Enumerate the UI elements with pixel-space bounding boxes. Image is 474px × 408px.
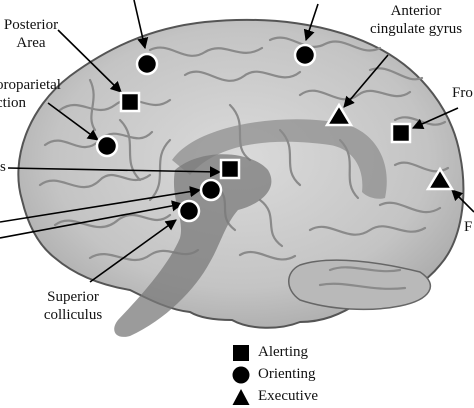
- label-temporoparietal: oroparietal ction: [0, 77, 61, 111]
- arrow-temporoparietal: [47, 102, 99, 141]
- arrow-top-left-circle: [133, 0, 149, 50]
- label-left-partial: s: [0, 159, 6, 175]
- label-right-partial: F: [464, 219, 473, 235]
- legend-item-alerting: Alerting: [232, 342, 352, 364]
- arrow-thalamus-square: [7, 166, 222, 178]
- alerting-marker-thalamus: [219, 158, 241, 180]
- orienting-marker-thalamus-upper: [199, 178, 223, 202]
- label-frontal: Fro: [452, 85, 473, 101]
- circle-icon: [232, 366, 250, 384]
- arrow-anterior-cingulate: [343, 54, 389, 108]
- label-anterior-cingulate: Anterior cingulate gyrus: [369, 3, 463, 37]
- executive-marker-frontal: [425, 166, 455, 191]
- orienting-marker-superior-parietal: [135, 52, 159, 76]
- orienting-marker-thalamus-lower: [177, 199, 201, 223]
- arrow-superior-colliculus: [89, 219, 177, 283]
- arrow-thalamus-circle-lower: [0, 200, 184, 239]
- legend-item-orienting: Orienting: [232, 364, 352, 386]
- arrow-posterior-area: [57, 29, 122, 93]
- square-icon: [233, 345, 249, 361]
- cerebellum: [288, 259, 432, 311]
- triangle-icon: [232, 389, 250, 405]
- brainstem-overlay: [114, 154, 272, 337]
- orienting-marker-frontal-eye: [293, 43, 317, 67]
- corpus-callosum-overlay: [172, 119, 387, 199]
- arrow-thalamus-circle-upper: [0, 186, 202, 223]
- alerting-marker-posterior: [119, 91, 141, 113]
- arrow-right-triangle: [451, 189, 474, 213]
- legend-label-orienting: Orienting: [258, 366, 316, 382]
- legend: Alerting Orienting Executive: [232, 342, 352, 408]
- legend-label-alerting: Alerting: [258, 344, 308, 360]
- markers: [95, 43, 455, 223]
- legend-label-executive: Executive: [258, 388, 318, 404]
- alerting-marker-frontal: [390, 122, 412, 144]
- label-posterior-area: Posterior Area: [3, 17, 59, 51]
- label-superior-colliculus: Superior colliculus: [43, 289, 103, 323]
- executive-marker-anterior-cingulate: [324, 102, 354, 127]
- arrow-frontal-square: [411, 107, 459, 130]
- legend-item-executive: Executive: [232, 386, 352, 408]
- orienting-marker-temporoparietal: [95, 134, 119, 158]
- arrow-top-circle: [303, 3, 319, 42]
- callout-lines: [0, 0, 474, 283]
